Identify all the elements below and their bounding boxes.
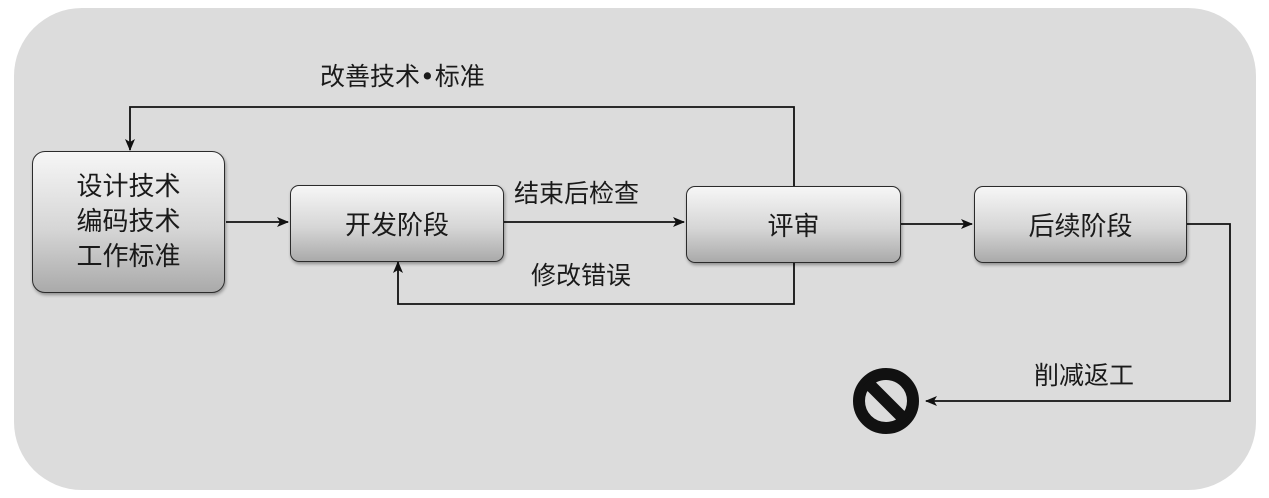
arrow-feedback-fix-errors bbox=[393, 261, 795, 305]
development-phase-box: 开发阶段 bbox=[290, 185, 504, 262]
standards-line-1: 设计技术 bbox=[76, 171, 181, 202]
label-improve-standards: 改善技术•标准 bbox=[320, 62, 485, 91]
arrow-subsequent-to-stop bbox=[925, 223, 1231, 406]
standards-line-3: 工作标准 bbox=[76, 241, 181, 272]
standards-line-2: 编码技术 bbox=[76, 206, 181, 237]
arrow-feedback-improve-standards bbox=[125, 106, 795, 186]
review-box: 评审 bbox=[686, 186, 901, 263]
no-entry-icon bbox=[853, 368, 919, 434]
subsequent-phase-box: 后续阶段 bbox=[974, 186, 1187, 263]
label-fix-errors: 修改错误 bbox=[531, 261, 632, 290]
label-reduce-rework: 削减返工 bbox=[1034, 361, 1135, 390]
standards-box: 设计技术 编码技术 工作标准 bbox=[32, 151, 225, 293]
label-after-check: 结束后检查 bbox=[514, 179, 640, 208]
